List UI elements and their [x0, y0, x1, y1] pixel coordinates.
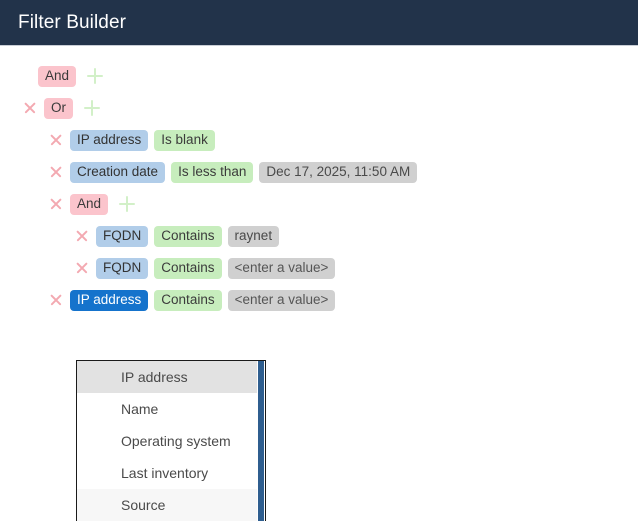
- group-operator-chip[interactable]: And: [70, 193, 109, 215]
- close-icon[interactable]: [48, 196, 64, 212]
- operator-chip[interactable]: Contains: [154, 257, 222, 279]
- operator-chip[interactable]: Contains: [154, 289, 222, 311]
- value-chip[interactable]: <enter a value>: [227, 289, 336, 311]
- dropdown-option[interactable]: Operating system: [77, 425, 257, 457]
- close-icon[interactable]: [48, 292, 64, 308]
- plus-icon[interactable]: [86, 67, 104, 85]
- app-header: Filter Builder: [0, 0, 638, 46]
- close-icon[interactable]: [48, 164, 64, 180]
- close-icon[interactable]: [22, 100, 38, 116]
- page-title: Filter Builder: [18, 11, 127, 33]
- operator-chip[interactable]: Is less than: [171, 161, 254, 183]
- group-row: And: [0, 60, 638, 92]
- operator-chip[interactable]: Is blank: [154, 129, 215, 151]
- attribute-chip[interactable]: FQDN: [96, 257, 149, 279]
- attribute-chip[interactable]: IP address: [70, 129, 149, 151]
- attribute-chip[interactable]: IP address: [70, 289, 149, 311]
- attribute-chip[interactable]: Creation date: [70, 161, 166, 183]
- dropdown-scrollbar-track[interactable]: [257, 361, 265, 521]
- value-chip[interactable]: raynet: [227, 225, 280, 247]
- dropdown-option[interactable]: IP address: [77, 361, 257, 393]
- dropdown-option[interactable]: Source: [77, 489, 257, 521]
- group-row: Or: [0, 92, 638, 124]
- group-row: And: [0, 188, 638, 220]
- group-operator-chip[interactable]: And: [38, 65, 77, 87]
- close-icon[interactable]: [74, 260, 90, 276]
- dropdown-option[interactable]: Last inventory: [77, 457, 257, 489]
- dropdown-scrollbar-thumb[interactable]: [258, 361, 264, 521]
- close-icon[interactable]: [48, 132, 64, 148]
- plus-icon[interactable]: [83, 99, 101, 117]
- group-operator-chip[interactable]: Or: [44, 97, 73, 119]
- plus-icon[interactable]: [118, 195, 136, 213]
- attribute-chip[interactable]: FQDN: [96, 225, 149, 247]
- dropdown-option[interactable]: Name: [77, 393, 257, 425]
- value-chip[interactable]: Dec 17, 2025, 11:50 AM: [259, 161, 418, 183]
- close-icon[interactable]: [74, 228, 90, 244]
- operator-chip[interactable]: Contains: [154, 225, 222, 247]
- value-chip[interactable]: <enter a value>: [227, 257, 336, 279]
